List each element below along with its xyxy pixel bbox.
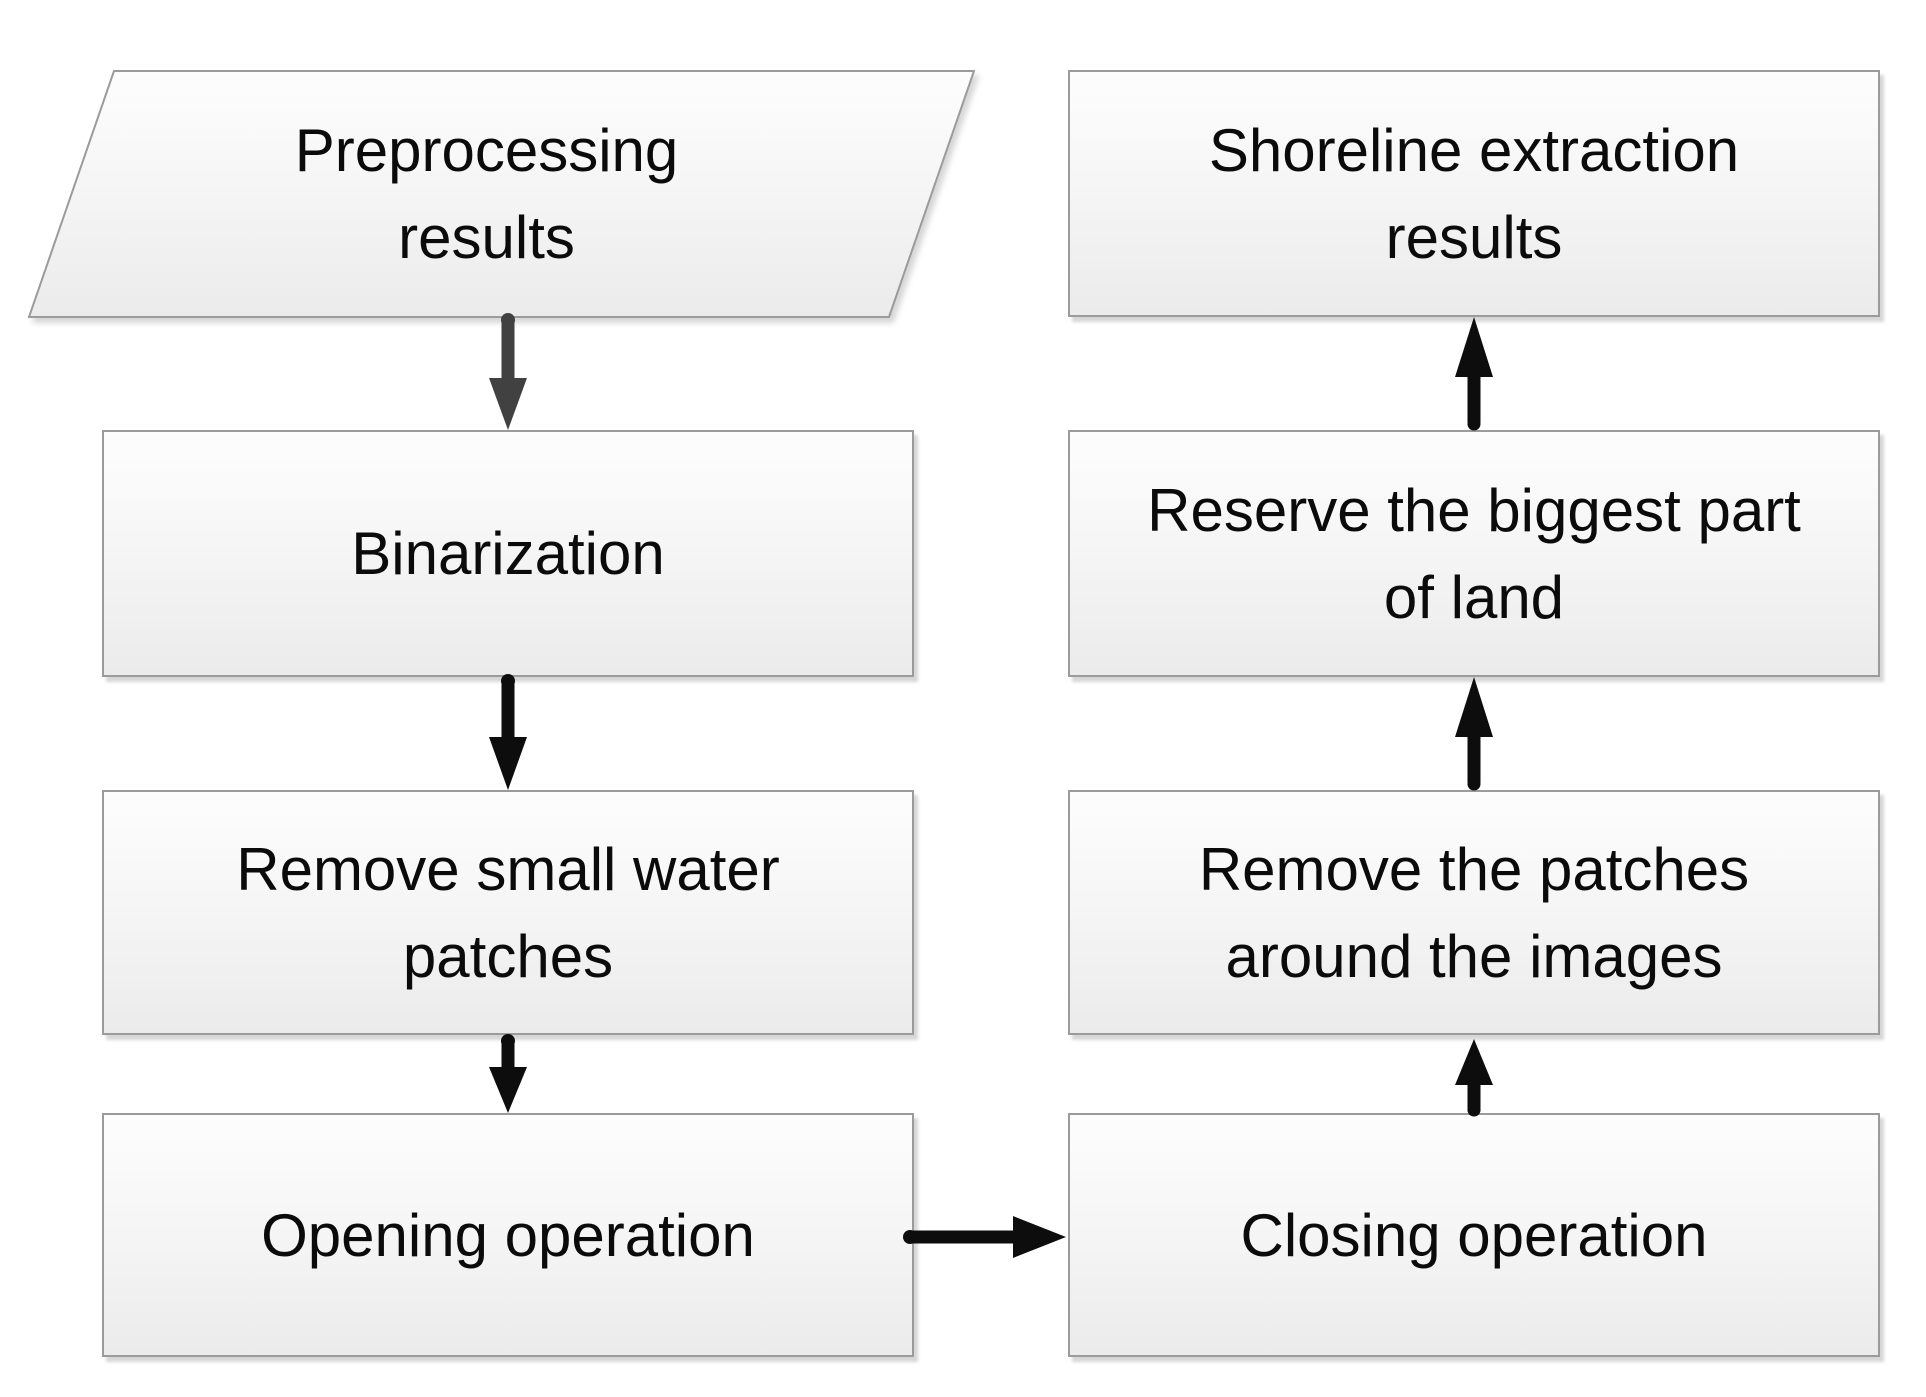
node-shoreline-extraction-results: Shoreline extraction results <box>1068 70 1880 317</box>
node-shoreline-extraction-results-label: Shoreline extraction results <box>1208 116 1740 271</box>
node-reserve-biggest-part-of-land-label: Reserve the biggest part of land <box>1147 476 1801 631</box>
node-preprocessing-results: Preprocessing results <box>27 70 976 318</box>
node-remove-patches-around-images: Remove the patches around the images <box>1068 790 1880 1035</box>
arrow-closing-to-remove-around-icon <box>1455 1039 1493 1117</box>
arrow-binarization-to-remove-small-icon <box>489 674 527 790</box>
arrow-reserve-to-shoreline-icon <box>1455 317 1493 431</box>
node-binarization-label: Binarization <box>351 520 665 587</box>
node-binarization: Binarization <box>102 430 914 677</box>
node-closing-operation-label: Closing operation <box>1240 1201 1708 1269</box>
node-remove-small-water-patches-label: Remove small water patches <box>236 835 780 990</box>
node-closing-operation: Closing operation <box>1068 1113 1880 1357</box>
node-remove-small-water-patches: Remove small water patches <box>102 790 914 1035</box>
node-opening-operation: Opening operation <box>102 1113 914 1357</box>
node-reserve-biggest-part-of-land: Reserve the biggest part of land <box>1068 430 1880 677</box>
arrow-remove-small-to-opening-icon <box>489 1034 527 1113</box>
arrow-opening-to-closing-icon <box>903 1216 1066 1258</box>
arrow-preprocessing-to-binarization-icon <box>489 313 527 430</box>
node-preprocessing-results-label: Preprocessing results <box>294 117 679 271</box>
node-remove-patches-around-images-label: Remove the patches around the images <box>1198 835 1750 990</box>
arrow-remove-around-to-reserve-icon <box>1455 677 1493 791</box>
parallelogram-shape <box>27 70 976 318</box>
node-opening-operation-label: Opening operation <box>261 1201 755 1269</box>
